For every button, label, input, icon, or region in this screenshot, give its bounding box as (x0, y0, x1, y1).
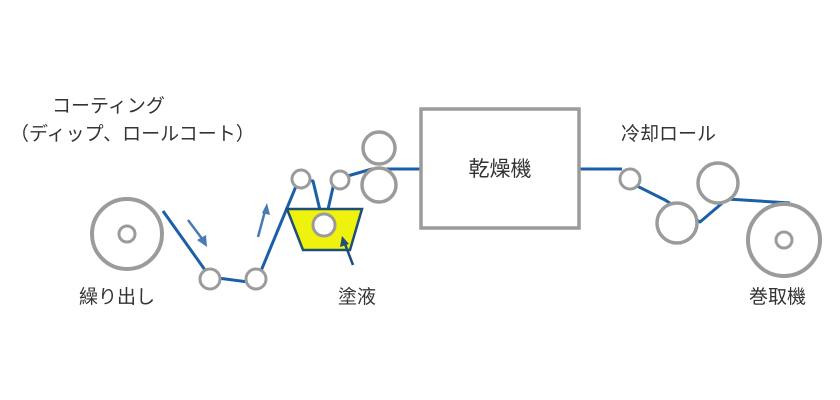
web-path-cooling-to-winder (630, 181, 791, 224)
dryer-label: 乾燥機 (469, 157, 532, 181)
unwind-label: 繰り出し (79, 286, 155, 308)
cooling-roller (655, 201, 699, 245)
coating-roller (290, 168, 312, 190)
cooling-roller (618, 167, 642, 191)
direction-arrow (187, 219, 207, 247)
web-path-unwind-to-tank (161, 167, 420, 285)
winder-label: 巻取機 (749, 286, 806, 308)
dryer-box (419, 107, 581, 230)
guide-roller (244, 267, 268, 291)
guide-roller (198, 267, 222, 291)
liquid-pointer-arrow (340, 236, 355, 266)
roll-coater-roller-top (361, 130, 397, 166)
winder-roll (746, 202, 822, 278)
coating-label-line1: コーティング (52, 95, 165, 117)
direction-arrow (256, 203, 270, 238)
unwind-roll (90, 197, 164, 271)
cooling-roller (696, 161, 740, 205)
coating-label-line2: （ディップ、ロールコート） (10, 123, 255, 145)
dip-roller (311, 212, 337, 238)
roll-coater-roller-bottom (360, 166, 398, 204)
cooling-label: 冷却ロール (621, 123, 716, 145)
liquid-label: 塗液 (338, 285, 376, 308)
coating-roller (329, 169, 351, 191)
